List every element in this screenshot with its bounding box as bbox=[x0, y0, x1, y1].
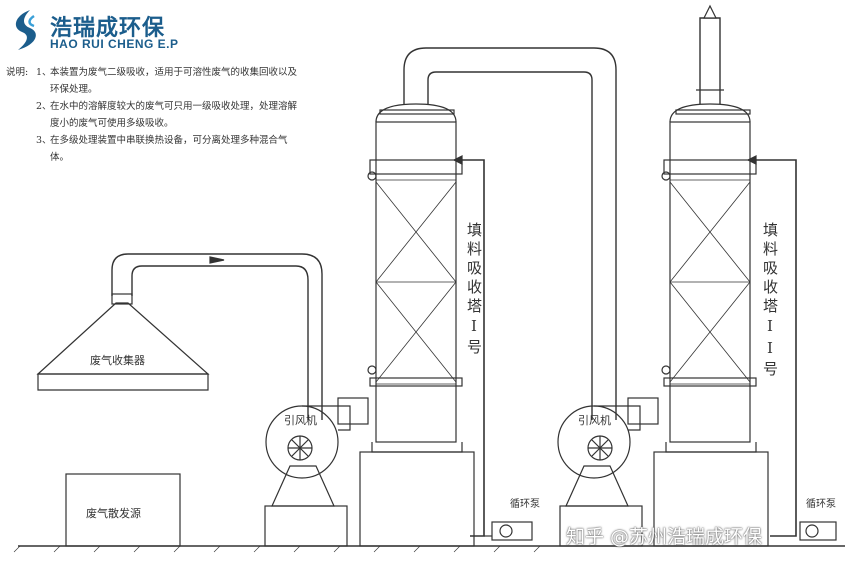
tower-2-spray bbox=[663, 159, 757, 175]
tower-1-support bbox=[369, 377, 463, 387]
duct-2-inner bbox=[427, 71, 593, 420]
fan-2-outlet bbox=[594, 405, 641, 431]
duct-1-outer bbox=[111, 253, 323, 420]
note-text: 在多级处理装置中串联换热设备，可分离处理多种混合气体。 bbox=[50, 135, 288, 163]
recirc-pipe-1 bbox=[462, 159, 485, 537]
note-number: 1、 bbox=[36, 67, 52, 78]
fan-2-flange bbox=[627, 397, 659, 425]
source-label: 废气散发源 bbox=[86, 507, 141, 520]
hood-label: 废气收集器 bbox=[90, 354, 145, 367]
note-item: 3、 在多级处理装置中串联换热设备，可分离处理多种混合气体。 bbox=[6, 132, 306, 166]
recirc-pipe-2 bbox=[756, 159, 797, 537]
note-number: 3、 bbox=[36, 135, 52, 146]
logo-mark-icon bbox=[15, 10, 36, 50]
fan-2-label: 引风机 bbox=[578, 414, 611, 427]
hood-base bbox=[37, 373, 209, 391]
tower-2-label: 填料吸收塔II号 bbox=[761, 222, 779, 380]
hood-body bbox=[36, 302, 210, 375]
fan-1-outlet bbox=[302, 405, 351, 431]
hood-neck bbox=[111, 293, 133, 305]
fan-1-flange bbox=[337, 397, 369, 425]
fan-2-base bbox=[559, 505, 643, 547]
tower-2-cone bbox=[665, 442, 757, 453]
note-text: 本装置为废气二级吸收，适用于可溶性废气的收集回收以及环保处理。 bbox=[50, 67, 298, 95]
note-item: 2、 在水中的溶解度较大的废气可只用一级吸收处理，处理溶解度小的废气可使用多级吸… bbox=[6, 98, 306, 132]
fan-2-stand bbox=[565, 465, 629, 507]
pump-2-label: 循环泵 bbox=[806, 499, 836, 510]
duct-2-outer bbox=[403, 47, 617, 420]
tower-1-sump bbox=[359, 451, 475, 547]
tower-1-label: 填料吸收塔I号 bbox=[465, 222, 483, 358]
tower-2-sump bbox=[653, 451, 769, 547]
tower-2-dome bbox=[669, 103, 751, 123]
note-text: 在水中的溶解度较大的废气可只用一级吸收处理，处理溶解度小的废气可使用多级吸收。 bbox=[50, 101, 298, 129]
tower-2-cap bbox=[675, 109, 751, 115]
description-notes: 说明: 1、 本装置为废气二级吸收，适用于可溶性废气的收集回收以及环保处理。 2… bbox=[6, 64, 306, 166]
note-item: 说明: 1、 本装置为废气二级吸收，适用于可溶性废气的收集回收以及环保处理。 bbox=[6, 64, 306, 98]
flow-arrow-1 bbox=[209, 256, 225, 264]
exhaust-arrow bbox=[703, 4, 717, 19]
watermark: 知乎 @苏州浩瑞成环保 bbox=[566, 526, 763, 548]
pump-1-label: 循环泵 bbox=[510, 499, 540, 510]
logo-chinese-name: 浩瑞成环保 bbox=[50, 16, 166, 41]
tower-1-dome bbox=[375, 103, 457, 123]
tower-1-cone bbox=[371, 442, 463, 453]
pump-1 bbox=[491, 521, 533, 541]
note-number: 2、 bbox=[36, 101, 52, 112]
tower-2-support bbox=[663, 377, 757, 387]
tower-2-packing bbox=[669, 179, 751, 385]
gas-source-box bbox=[65, 473, 181, 547]
tower-1-packing bbox=[375, 179, 457, 385]
exhaust-stack bbox=[699, 17, 721, 104]
tower-1-spray bbox=[369, 159, 463, 175]
tower-1-cap bbox=[379, 109, 455, 115]
ground-hatch bbox=[13, 545, 541, 553]
fan-1-label: 引风机 bbox=[284, 414, 317, 427]
company-logo: 浩瑞成环保 HAO RUI CHENG E.P bbox=[8, 6, 208, 56]
pump-2 bbox=[799, 521, 837, 541]
duct-1-inner bbox=[131, 265, 309, 420]
logo-english-name: HAO RUI CHENG E.P bbox=[50, 37, 179, 51]
notes-prefix: 说明: bbox=[6, 67, 29, 78]
fan-1-base bbox=[264, 505, 348, 547]
